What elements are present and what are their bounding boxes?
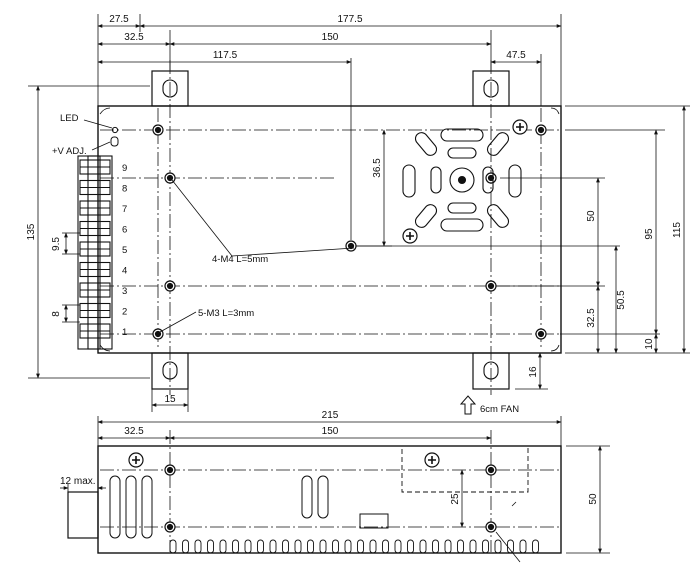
vent-slot <box>507 539 514 554</box>
top-view-text: 27.5 177.5 32.5 150 117.5 47.5 36.5 135 … <box>26 14 683 415</box>
fan-grille <box>402 128 522 232</box>
terminal-number: 3 <box>122 286 127 297</box>
dim-32-5: 32.5 <box>124 32 144 43</box>
terminal-number: 5 <box>122 245 127 256</box>
side-view-text: 215 32.5 150 25 50 12 max. <box>60 410 599 505</box>
vent-slot <box>232 539 239 554</box>
terminal-number: 7 <box>122 204 127 215</box>
dim-10: 10 <box>644 338 655 350</box>
terminal-numbers: 9 8 7 6 5 4 3 2 1 <box>122 163 127 338</box>
vent-slot <box>457 539 464 554</box>
label-led: LED <box>60 113 79 124</box>
vent-slot <box>344 539 352 554</box>
dim-15: 15 <box>164 394 176 405</box>
dim-25: 25 <box>450 493 461 505</box>
vent-slot <box>257 539 264 554</box>
psu-body-top <box>97 105 562 354</box>
side-view <box>67 430 562 554</box>
label-fan: 6cm FAN <box>480 404 519 415</box>
dim-27-5: 27.5 <box>109 14 129 25</box>
top-view <box>77 60 562 395</box>
terminal-number: 2 <box>122 307 127 318</box>
vent-slot <box>194 539 202 554</box>
vent-slot <box>369 539 377 554</box>
vent-slot <box>532 539 539 554</box>
led-indicator <box>111 126 119 134</box>
dim-47-5: 47.5 <box>506 50 526 61</box>
dim-12-max: 12 max. <box>60 476 96 487</box>
side-view-dimensions <box>60 416 610 563</box>
top-view-dimensions <box>28 14 690 415</box>
vent-slot <box>407 539 414 554</box>
dim-215: 215 <box>322 410 339 421</box>
dim-50: 50 <box>586 210 597 222</box>
vent-slot <box>469 539 477 554</box>
vent-slot <box>382 539 389 554</box>
vent-slot <box>432 539 439 554</box>
dim-177-5: 177.5 <box>337 14 362 25</box>
dim-16: 16 <box>528 366 539 378</box>
terminal-number: 8 <box>122 184 127 195</box>
label-vadj: +V ADJ. <box>52 146 87 157</box>
vent-slot <box>294 539 302 554</box>
dim-150: 150 <box>322 32 339 43</box>
vent-slot <box>269 539 277 554</box>
terminal-number: 9 <box>122 163 127 174</box>
vent-slot <box>207 539 214 554</box>
dim-32-5-side: 32.5 <box>124 426 144 437</box>
terminal-number: 6 <box>122 225 127 236</box>
dim-8: 8 <box>51 311 62 317</box>
dim-117-5: 117.5 <box>213 50 238 61</box>
vent-slot <box>307 539 314 554</box>
dim-135: 135 <box>26 223 37 240</box>
dim-9-5: 9.5 <box>51 237 62 251</box>
vent-slot <box>494 539 502 554</box>
vent-slot <box>419 539 427 554</box>
vadj-pot <box>110 136 119 147</box>
label-m4-screws: 4-M4 L=5mm <box>212 254 268 265</box>
vent-slot <box>444 539 452 554</box>
terminal-number: 4 <box>122 266 127 277</box>
dim-50-side: 50 <box>588 493 599 505</box>
dim-115: 115 <box>672 222 683 238</box>
vent-slot <box>282 539 289 554</box>
terminal-number: 1 <box>122 327 127 338</box>
psu-body-side <box>97 445 562 554</box>
vent-slot <box>394 539 402 554</box>
vent-slot <box>482 539 489 554</box>
vent-slot <box>332 539 339 554</box>
vent-slot <box>519 539 527 554</box>
vent-slot <box>357 539 364 554</box>
terminal-block <box>77 155 113 350</box>
vent-slot <box>244 539 252 554</box>
vent-slot <box>182 539 189 554</box>
vent-slot <box>169 539 177 554</box>
dim-95: 95 <box>644 228 655 240</box>
dim-36-5: 36.5 <box>372 158 383 178</box>
dim-150-side: 150 <box>322 426 339 437</box>
dim-32-5-right: 32.5 <box>586 308 597 328</box>
label-m3-screws: 5-M3 L=3mm <box>198 308 254 319</box>
dim-50-5: 50.5 <box>616 290 627 310</box>
terminal-protrusion <box>67 491 99 539</box>
vent-slot <box>219 539 227 554</box>
vent-slot <box>319 539 327 554</box>
